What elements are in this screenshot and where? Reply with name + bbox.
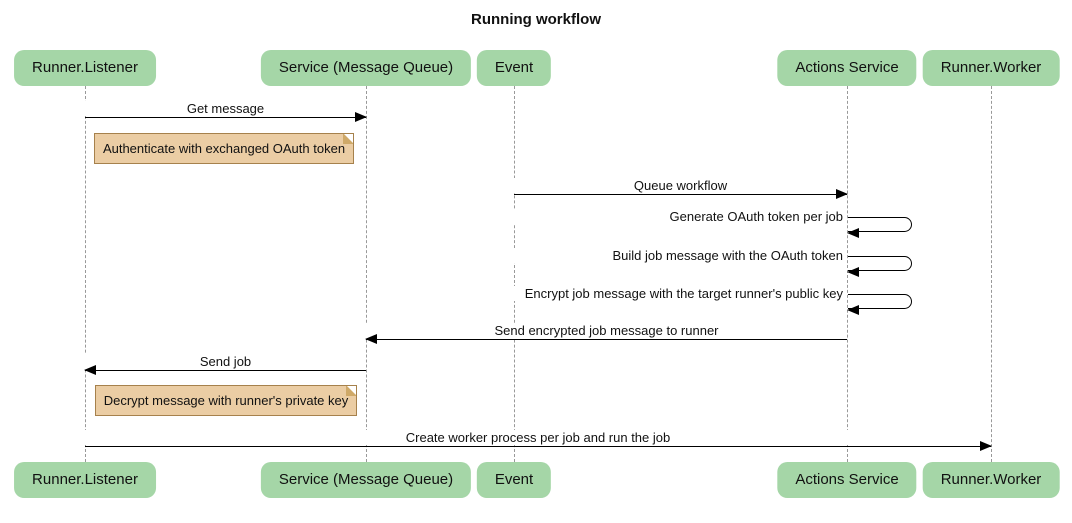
self-loop-build-job-message xyxy=(847,256,912,277)
participant-event-bottom: Event xyxy=(476,462,552,498)
lifeline-event xyxy=(514,86,515,462)
participant-actions-service-bottom: Actions Service xyxy=(777,462,917,498)
message-label-create-worker: Create worker process per job and run th… xyxy=(85,430,991,445)
participant-event-top: Event xyxy=(476,50,552,86)
participant-runner-worker-top: Runner.Worker xyxy=(922,50,1060,86)
note-text: Decrypt message with runner's private ke… xyxy=(103,393,349,408)
message-label-get-message: Get message xyxy=(85,101,366,116)
arrowhead-icon xyxy=(980,441,992,451)
note-decrypt: Decrypt message with runner's private ke… xyxy=(95,385,357,416)
message-arrow-get-message xyxy=(85,112,367,122)
participant-actions-service-top: Actions Service xyxy=(777,50,917,86)
message-label-build-job-message: Build job message with the OAuth token xyxy=(423,248,843,263)
arrowhead-icon xyxy=(365,334,377,344)
lifeline-runner-worker xyxy=(991,86,992,462)
note-fold-icon xyxy=(343,134,353,144)
arrowhead-icon xyxy=(355,112,367,122)
self-loop-generate-oauth-token xyxy=(847,217,912,238)
arrowhead-icon xyxy=(847,227,859,238)
message-arrow-create-worker xyxy=(85,441,992,451)
participant-runner-listener-bottom: Runner.Listener xyxy=(14,462,156,498)
note-fold-icon xyxy=(346,386,356,396)
message-arrow-queue-workflow xyxy=(514,189,848,199)
participant-runner-listener-top: Runner.Listener xyxy=(14,50,156,86)
message-arrow-send-encrypted xyxy=(365,334,847,344)
lifeline-runner-listener xyxy=(85,86,86,462)
participant-service-message-queue-top: Service (Message Queue) xyxy=(260,50,472,86)
message-label-queue-workflow: Queue workflow xyxy=(514,178,847,193)
self-loop-encrypt-job-message xyxy=(847,294,912,315)
arrowhead-icon xyxy=(836,189,848,199)
participant-runner-worker-bottom: Runner.Worker xyxy=(922,462,1060,498)
note-text: Authenticate with exchanged OAuth token xyxy=(102,141,346,156)
message-arrow-send-job xyxy=(84,365,366,375)
arrowhead-icon xyxy=(847,266,859,277)
note-authenticate: Authenticate with exchanged OAuth token xyxy=(94,133,354,164)
participant-service-message-queue-bottom: Service (Message Queue) xyxy=(260,462,472,498)
message-label-generate-oauth-token: Generate OAuth token per job xyxy=(423,209,843,224)
lifeline-service-message-queue xyxy=(366,86,367,462)
message-label-send-encrypted: Send encrypted job message to runner xyxy=(366,323,847,338)
arrowhead-icon xyxy=(847,304,859,315)
message-label-encrypt-job-message: Encrypt job message with the target runn… xyxy=(423,286,843,301)
message-label-send-job: Send job xyxy=(85,354,366,369)
arrowhead-icon xyxy=(84,365,96,375)
diagram-title: Running workflow xyxy=(471,11,601,28)
